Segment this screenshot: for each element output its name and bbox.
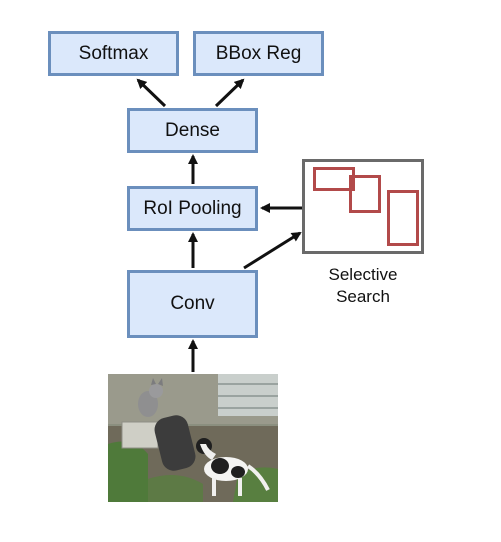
selective-search-label-line2: Search — [336, 287, 390, 306]
softmax-label: Softmax — [78, 42, 149, 64]
photo-stone-block — [121, 421, 159, 449]
region-proposal-box — [387, 190, 419, 246]
selective-search-label: Selective Search — [302, 264, 424, 308]
roi-pooling-box: RoI Pooling — [127, 186, 258, 231]
softmax-box: Softmax — [48, 31, 179, 76]
photo-cat-head — [149, 384, 163, 398]
photo-cat-body — [138, 391, 158, 417]
arrow-dense-to-bbox — [214, 78, 245, 108]
conv-box: Conv — [127, 270, 258, 338]
photo-dark-barrel — [154, 415, 196, 471]
arrow-conv-to-search — [243, 231, 302, 270]
selective-search-label-line1: Selective — [328, 265, 398, 284]
conv-label: Conv — [170, 293, 215, 314]
region-proposal-box — [313, 167, 355, 191]
bbox-reg-label: BBox Reg — [215, 42, 302, 64]
photo-grass — [108, 441, 148, 502]
selective-search-frame — [302, 159, 424, 254]
arrow-dense-to-softmax — [136, 78, 167, 108]
region-proposal-box — [349, 175, 381, 213]
input-photo — [108, 374, 278, 502]
dense-label: Dense — [165, 119, 220, 141]
bbox-reg-box: BBox Reg — [193, 31, 324, 76]
dense-box: Dense — [127, 108, 258, 153]
roi-pooling-label: RoI Pooling — [143, 197, 242, 219]
